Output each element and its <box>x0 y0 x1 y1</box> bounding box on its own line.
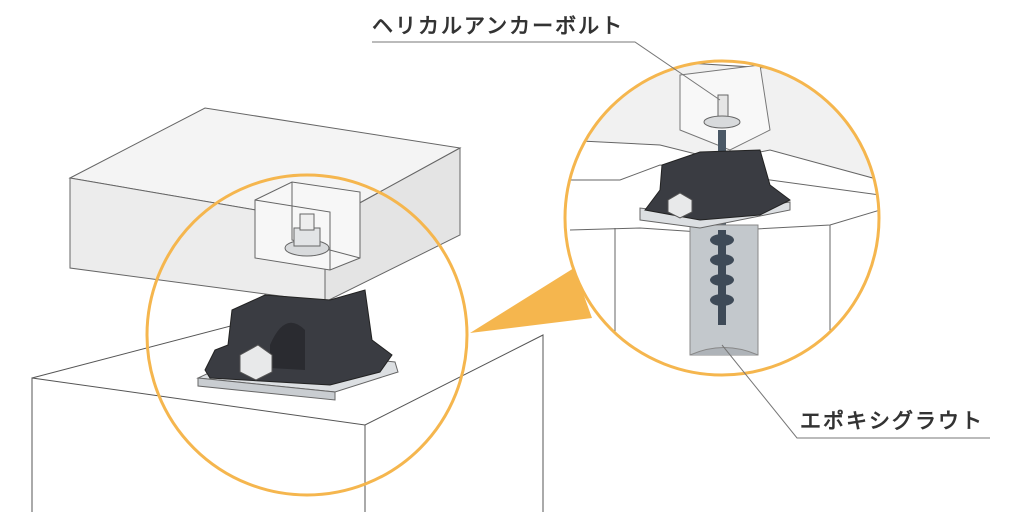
detail-circle-right <box>563 59 881 377</box>
anchor-bolt-label: ヘリカルアンカーボルト <box>372 14 625 38</box>
grout-leader-line <box>721 344 990 439</box>
anchor-leader-line <box>372 41 721 101</box>
vibration-mount <box>196 289 399 401</box>
detail-circle-left <box>145 173 469 497</box>
epoxy-grout-label: エポキシグラウト <box>800 409 984 433</box>
callout-pointer <box>470 268 592 333</box>
helical-rod <box>710 230 734 325</box>
detail-zoom <box>566 62 878 374</box>
nut-and-washer <box>284 213 330 257</box>
